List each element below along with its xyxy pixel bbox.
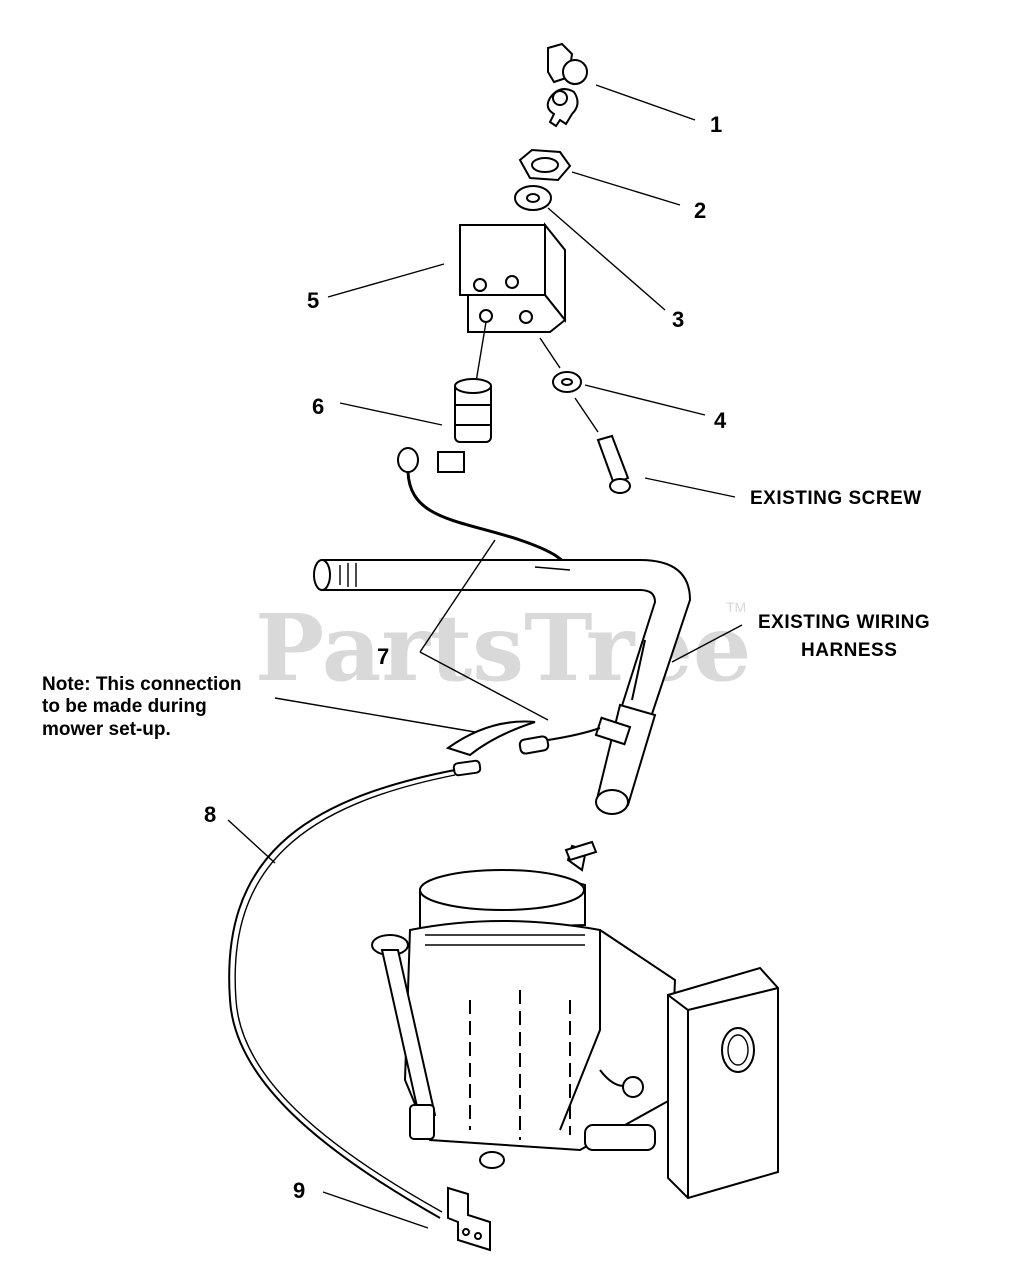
- handle-grip: [594, 703, 657, 815]
- leader-existing-wiring: [671, 624, 743, 663]
- switch-wire: [397, 447, 572, 573]
- tie-strap: [534, 566, 571, 571]
- leader-note: [274, 697, 476, 733]
- leader-7a: [419, 539, 496, 653]
- dipstick-part: [371, 934, 437, 1140]
- callout-1: 1: [710, 112, 722, 137]
- ground-wire: [228, 769, 456, 1219]
- leader-8: [227, 819, 276, 864]
- label-existing-wiring-2: HARNESS: [801, 640, 897, 661]
- callout-8: 8: [204, 802, 216, 827]
- ground-wire-shadow: [234, 774, 456, 1213]
- ignition-switch-part: [437, 378, 492, 473]
- leader-5: [327, 263, 445, 298]
- assembly-line-washer: [539, 337, 561, 369]
- leader-6: [339, 402, 443, 426]
- callout-3: 3: [672, 307, 684, 332]
- engine-assembly: [403, 840, 677, 1169]
- star-washer-part: [552, 371, 582, 393]
- keys-part: [546, 42, 588, 128]
- lock-washer-part: [514, 185, 552, 211]
- screw-part: [574, 397, 631, 494]
- harness-wire: [631, 639, 646, 701]
- wire-connectors: [445, 720, 601, 777]
- callout-9: 9: [293, 1178, 305, 1203]
- ground-bracket-part: [447, 1186, 491, 1252]
- label-existing-wiring-1: EXISTING WIRING: [758, 612, 930, 633]
- leader-2: [571, 171, 681, 206]
- callout-5: 5: [307, 288, 319, 313]
- note-line-2: to be made during: [42, 696, 207, 717]
- leader-9: [322, 1191, 429, 1229]
- leader-4: [584, 384, 706, 416]
- air-filter-box: [667, 966, 779, 1200]
- callout-2: 2: [694, 198, 706, 223]
- note-line-1: Note: This connection: [42, 674, 242, 695]
- callout-7: 7: [377, 644, 389, 669]
- hex-nut-part: [518, 148, 572, 182]
- watermark-trademark: TM: [726, 599, 746, 615]
- leader-7b: [419, 651, 549, 721]
- callout-6: 6: [312, 394, 324, 419]
- label-existing-screw: EXISTING SCREW: [750, 488, 922, 509]
- leader-existing-screw: [644, 477, 736, 498]
- mounting-bracket-part: [459, 222, 567, 333]
- callout-4: 4: [714, 408, 727, 433]
- leader-3: [547, 207, 666, 311]
- assembly-line-switch: [475, 321, 487, 383]
- note-line-3: mower set-up.: [42, 719, 171, 740]
- leader-1: [595, 84, 696, 121]
